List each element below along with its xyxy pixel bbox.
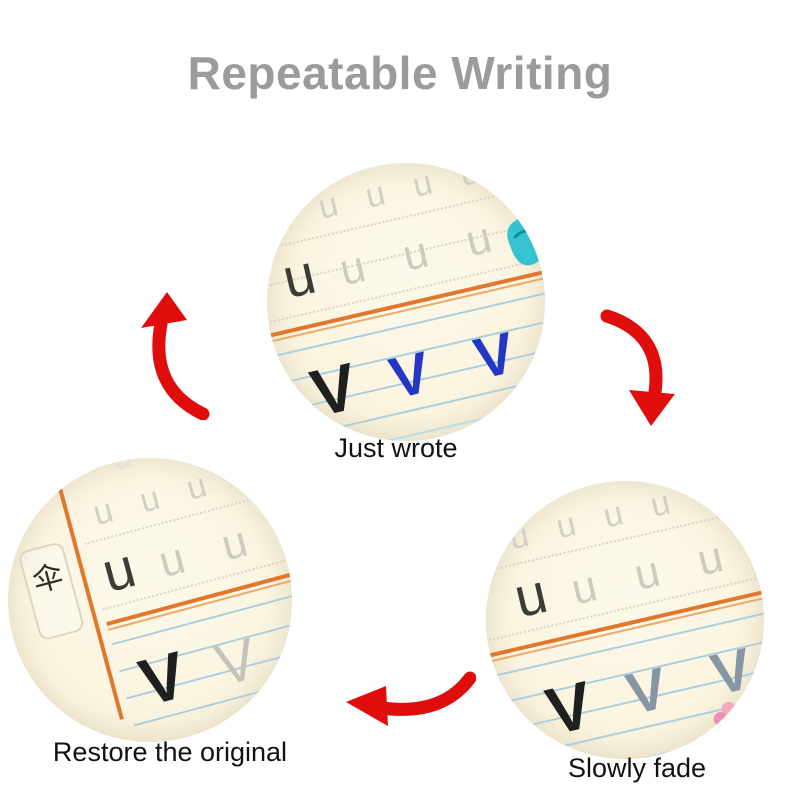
copybook-page: u u u u u u 伞 u u u u u u uu u u V V V V… [8, 458, 292, 742]
photo-just-wrote: u u u u u u u u u u u u uu u u V V V V [267, 163, 545, 441]
page-title: Repeatable Writing [187, 47, 613, 99]
step-label-slowly-fade: Slowly fade [567, 753, 707, 783]
trace-letters-u: u u u [335, 209, 510, 296]
arrow-up-icon [141, 292, 210, 420]
arrow-left-icon [346, 671, 476, 726]
photo-slowly-fade: u u u u u u u u u u u u uu u u V V V V [486, 481, 764, 759]
example-letter-v: V [304, 348, 364, 431]
fresh-ink-letters-v: V V V [383, 297, 545, 412]
flower-decoration-icon [713, 701, 748, 743]
photo-restore-original: u u u u u u 伞 u u u u u u uu u u V V V V… [8, 458, 292, 742]
arrow-down-icon [600, 309, 675, 426]
chinese-character-label: 伞 [29, 558, 68, 600]
sticker-decoration-icon [507, 217, 545, 266]
step-label-restore: Restore the original [52, 737, 288, 767]
copybook-page: u u u u u u u u u u u u uu u u V V V V [267, 163, 545, 441]
step-label-just-wrote: Just wrote [334, 433, 458, 463]
example-letter-u: u [95, 535, 142, 605]
example-letter-u: u [276, 241, 322, 311]
example-letter-u: u [508, 560, 553, 630]
copybook-page: u u u u u u u u u u u u uu u u V V V V [486, 481, 764, 759]
